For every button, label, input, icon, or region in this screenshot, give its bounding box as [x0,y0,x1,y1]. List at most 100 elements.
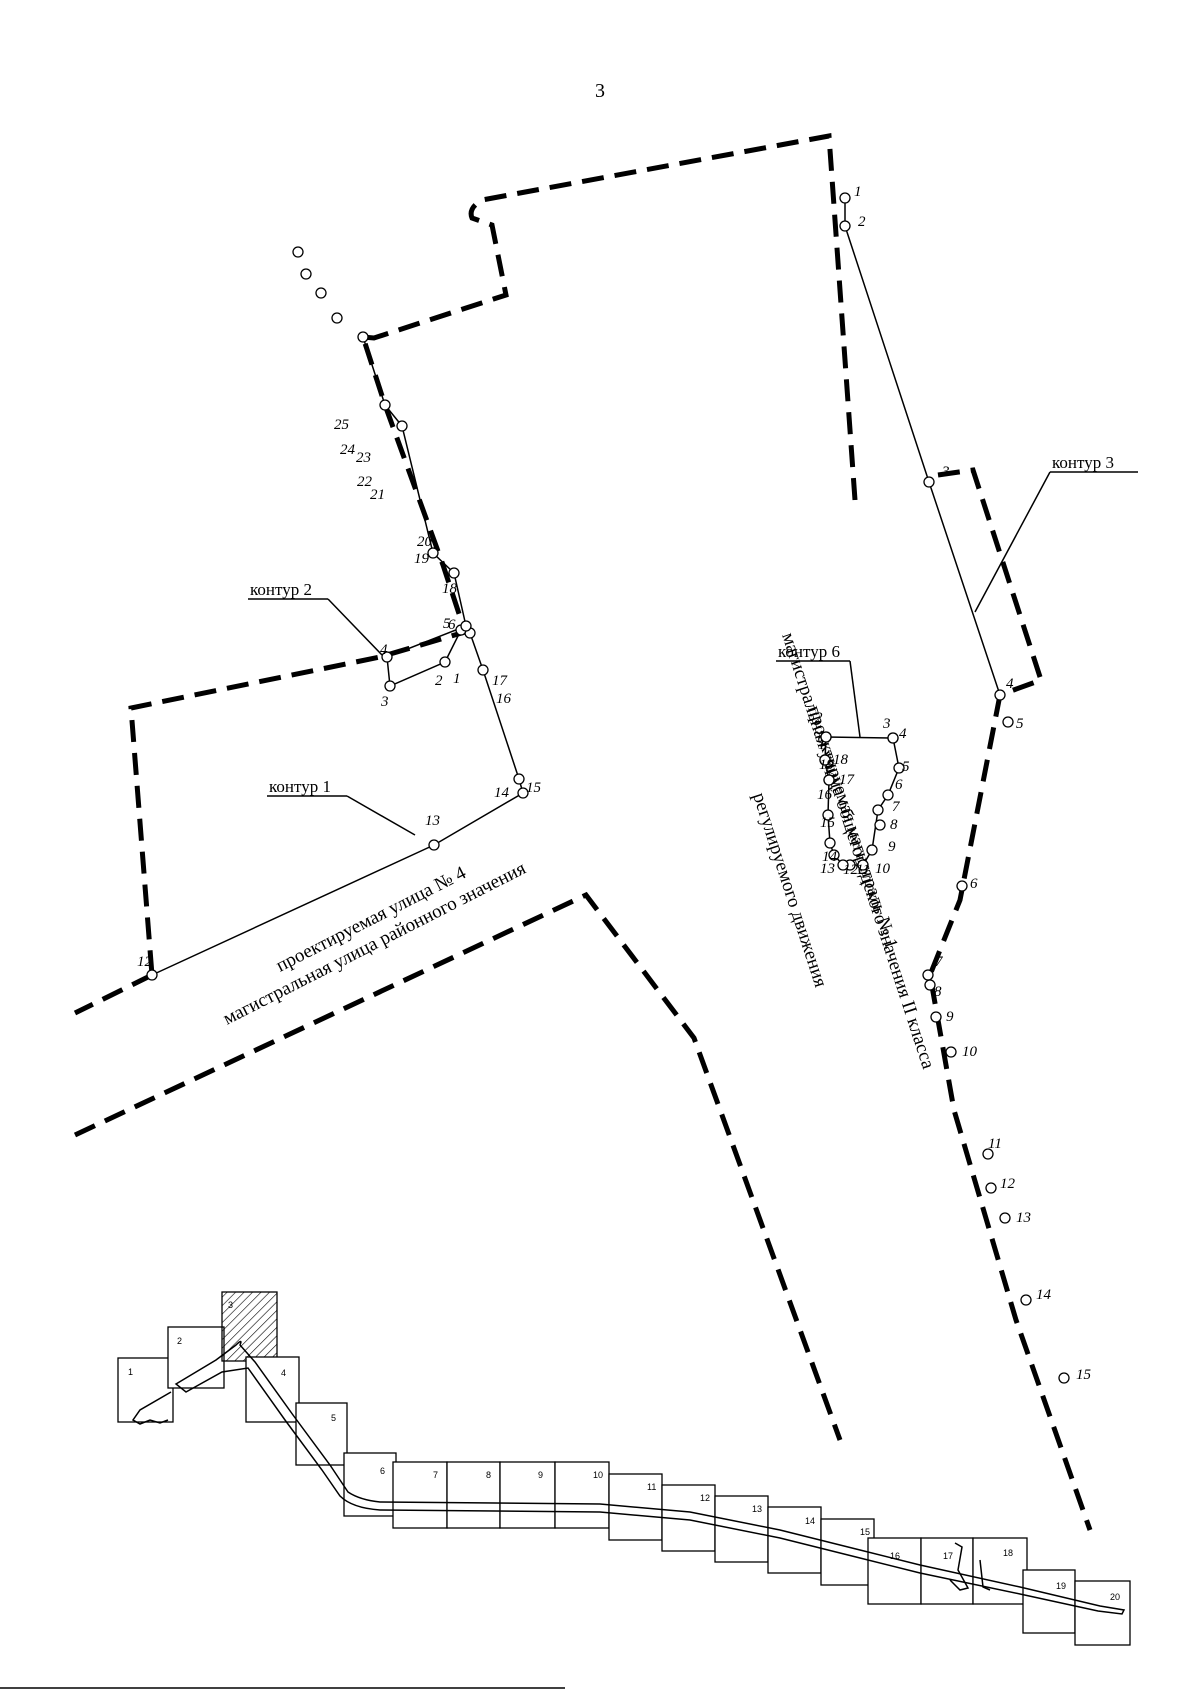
index-sheet-frame [1022,1569,1076,1634]
survey-point-label: 20 [417,534,433,550]
survey-point-label: 1 [818,737,826,753]
survey-point-label: 14 [1036,1287,1052,1303]
survey-point-marker [146,969,158,981]
survey-point-marker [872,804,884,816]
survey-point-label: 17 [839,772,856,788]
index-sheet-number: 17 [943,1551,953,1561]
index-sheet-number: 5 [331,1413,336,1423]
survey-point-label: 2 [435,673,443,689]
index-sheet-number: 9 [538,1470,543,1480]
survey-point-label: 17 [492,673,509,689]
survey-point-label: 8 [890,817,898,833]
survey-point-label: 15 [526,780,542,796]
main-road-1-labels: проектируемая магистраль № 1 магистральн… [748,630,939,1072]
survey-point-marker [994,689,1006,701]
index-sheet-number: 8 [486,1470,491,1480]
survey-point-label: 9 [888,839,896,855]
survey-point-label: 21 [370,487,385,503]
survey-point-marker [819,754,831,766]
survey-point-marker [820,731,832,743]
index-sheet-frame [446,1461,501,1529]
survey-point-label: 2 [858,214,866,230]
boundary-contour3-bump [937,467,1045,698]
survey-point-label: 8 [934,984,942,1000]
survey-point-label: 14 [822,849,838,865]
survey-point-label: 19 [819,757,835,773]
index-sheet-frame [767,1506,822,1574]
survey-point-marker [866,844,878,856]
boundary-north [128,133,858,976]
survey-point-marker [887,732,899,744]
survey-point-marker [379,399,391,411]
survey-point-marker [874,819,886,831]
survey-point-marker [292,246,304,258]
survey-point-marker [823,774,835,786]
survey-point-marker [477,664,489,676]
index-sheet-frame [343,1452,397,1517]
survey-point-label: 13 [425,813,440,829]
index-sheet-number: 14 [805,1516,815,1526]
index-sheet-frame [392,1461,448,1529]
survey-point-marker [381,651,393,663]
boundary-street4-north [73,972,154,1016]
survey-point-label: 24 [340,442,356,458]
contour-2-label: контур 2 [250,580,312,599]
main-road-1-regulation: регулируемого движения [748,790,831,990]
survey-point-label: 5 [902,759,910,775]
survey-point-label: 12 [1000,1176,1016,1192]
leader-lines [248,471,1138,836]
survey-point-marker [824,837,836,849]
survey-point-marker [956,880,968,892]
survey-point-marker [839,192,851,204]
survey-point-marker [882,789,894,801]
survey-point-label: 16 [817,787,833,803]
index-sheet-number: 16 [890,1551,900,1561]
survey-point-marker [517,787,529,799]
index-sheet-frame [714,1495,769,1563]
survey-point-label: 3 [941,464,950,480]
survey-point-label: 6 [448,617,456,633]
index-sheet-number: 11 [647,1482,656,1492]
index-sheet-number: 1 [128,1367,133,1377]
survey-point-marker [331,312,343,324]
boundary-street4-south [73,891,843,1441]
survey-point-marker [448,567,460,579]
survey-point-label: 15 [1076,1367,1092,1383]
page-number: 3 [595,80,605,102]
survey-point-label: 2 [815,710,823,726]
survey-point-label: 14 [494,785,510,801]
survey-point-label: 1 [854,184,862,200]
survey-point-label: 11 [988,1136,1002,1152]
survey-point-marker [439,656,451,668]
survey-point-marker [922,969,934,981]
index-sheet-number: 2 [177,1336,182,1346]
survey-point-marker [315,287,327,299]
survey-point-marker [357,331,369,343]
survey-point-marker [828,849,840,861]
index-sheet-number: 18 [1003,1548,1013,1558]
survey-point-marker [427,547,439,559]
survey-point-marker [839,220,851,232]
index-sheet-number: 20 [1110,1592,1120,1602]
survey-point-label: 6 [895,777,903,793]
survey-point-marker [857,859,869,871]
contour-3-lines [844,198,1001,696]
contour-1-lines [151,336,524,976]
index-sheet-frame [167,1326,225,1389]
survey-point-label: 25 [334,417,350,433]
survey-point-label: 19 [414,551,430,567]
survey-point-marker [300,268,312,280]
index-sheet-number: 6 [380,1466,385,1476]
survey-point-marker [923,476,935,488]
survey-point-label: 13 [820,861,835,877]
index-sheet-frame [295,1402,348,1466]
survey-point-label: 12 [843,862,859,878]
survey-point-label: 5 [1016,716,1024,732]
survey-point-marker [945,1046,957,1058]
contour-1-label: контур 1 [269,777,331,796]
